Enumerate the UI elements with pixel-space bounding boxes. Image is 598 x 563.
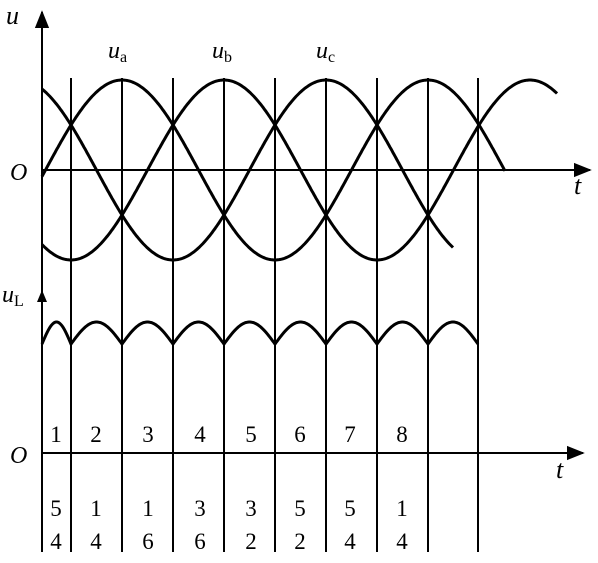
ul-label-sub: L xyxy=(14,293,24,310)
curve-label-uc-main: u xyxy=(316,38,328,64)
ul-ripple-waveform xyxy=(40,320,480,348)
interval-label-1: 1 xyxy=(50,422,62,447)
curve-label-ua-main: u xyxy=(108,38,120,64)
bottom-x-axis-label: t xyxy=(556,455,564,484)
pair-4-top: 3 xyxy=(194,496,206,521)
pair-5-bottom: 2 xyxy=(245,529,257,554)
pair-3-bottom: 6 xyxy=(142,529,154,554)
pair-2-top: 1 xyxy=(90,496,102,521)
commutation-lines xyxy=(70,78,479,552)
top-x-axis-label: t xyxy=(574,171,582,200)
pair-1-top: 5 xyxy=(50,496,62,521)
pair-4-bottom: 6 xyxy=(194,529,206,554)
ul-label-main: u xyxy=(2,282,14,308)
pair-7-top: 5 xyxy=(344,496,356,521)
pair-8-top: 1 xyxy=(396,496,408,521)
curve-label-ub-main: u xyxy=(212,38,224,64)
curve-label-ua: ua xyxy=(108,38,127,66)
pair-6-top: 5 xyxy=(294,496,306,521)
top-origin-label: O xyxy=(10,160,27,186)
interval-label-2: 2 xyxy=(90,422,102,447)
bottom-origin-label: O xyxy=(10,443,27,469)
curve-label-ua-sub: a xyxy=(120,49,127,66)
top-y-axis-label: u xyxy=(6,1,19,30)
interval-label-3: 3 xyxy=(142,422,154,447)
interval-label-6: 6 xyxy=(294,422,306,447)
bottom-y-axis-label: uL xyxy=(2,282,24,310)
pair-5-top: 3 xyxy=(245,496,257,521)
pair-1-bottom: 4 xyxy=(50,529,62,554)
interval-label-7: 7 xyxy=(344,422,356,447)
curve-label-ub-sub: b xyxy=(224,49,232,66)
pair-6-bottom: 2 xyxy=(294,529,306,554)
interval-label-8: 8 xyxy=(396,422,408,447)
pair-3-top: 1 xyxy=(142,496,154,521)
pair-7-bottom: 4 xyxy=(344,529,356,554)
curve-label-uc-sub: c xyxy=(328,49,335,66)
uc-waveform xyxy=(40,78,455,262)
ul-axis-arrowhead xyxy=(37,290,47,302)
curve-label-uc: uc xyxy=(316,38,335,66)
curve-label-ub: ub xyxy=(212,38,232,66)
pair-8-bottom: 4 xyxy=(396,529,408,554)
interval-label-4: 4 xyxy=(194,422,206,447)
pair-2-bottom: 4 xyxy=(90,529,102,554)
interval-label-5: 5 xyxy=(245,422,257,447)
ub-waveform xyxy=(40,78,559,262)
